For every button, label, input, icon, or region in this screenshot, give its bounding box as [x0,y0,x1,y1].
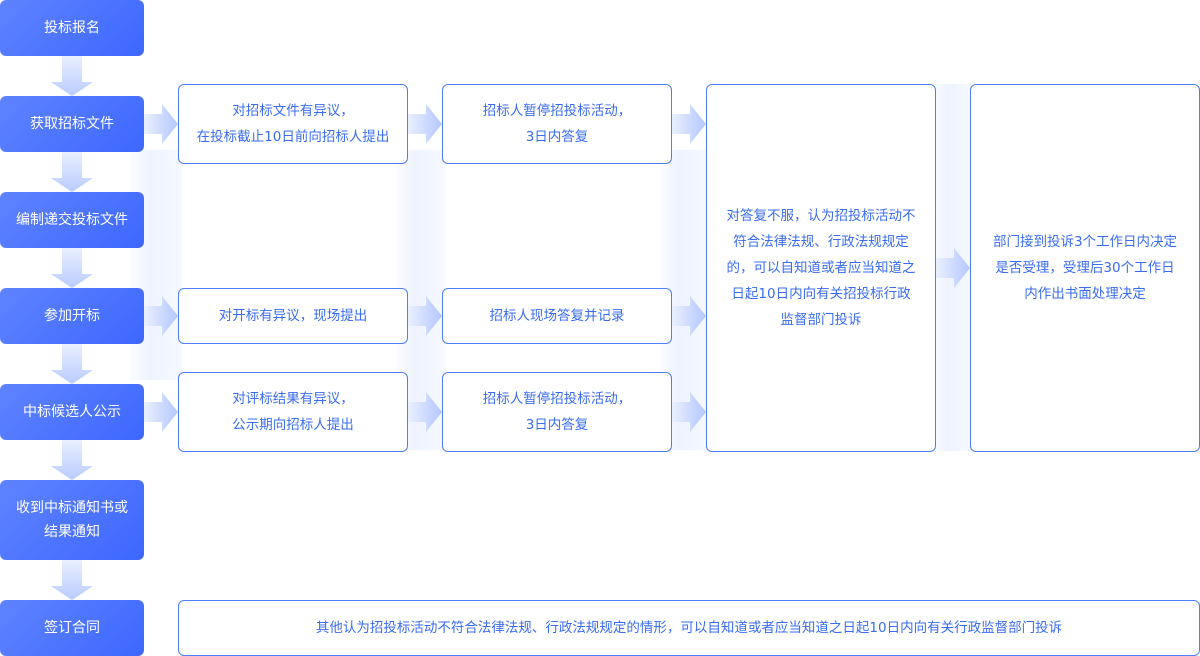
complaint-box: 对答复不服，认为招投标活动不符合法律法规、行政法规规定的，可以自知道或者应当知道… [706,84,936,452]
arrow-right-icon [672,392,706,432]
arrow-right-icon [408,104,442,144]
arrow-right-icon [144,392,178,432]
step-6: 收到中标通知书或结果通知 [0,480,144,560]
arrow-down-icon [51,560,93,600]
complaint-text: 对答复不服，认为招投标活动不符合法律法规、行政法规规定的，可以自知道或者应当知道… [726,208,916,328]
arrow-right-icon [672,104,706,144]
arrow-right-icon [144,104,178,144]
objection-box-1: 对招标文件有异议， 在投标截止10日前向招标人提出 [178,84,408,164]
arrow-down-icon [51,56,93,96]
step-4: 参加开标 [0,288,144,344]
objection-box-2: 对开标有异议，现场提出 [178,288,408,344]
arrow-down-icon [51,344,93,384]
arrow-right-icon [408,296,442,336]
arrow-down-icon [51,440,93,480]
decision-text: 部门接到投诉3个工作日内决定是否受理，受理后30个工作日内作出书面处理决定 [992,234,1178,302]
step-5: 中标候选人公示 [0,384,144,440]
reply-box-2: 招标人现场答复并记录 [442,288,672,344]
arrow-down-icon [51,248,93,288]
decision-box: 部门接到投诉3个工作日内决定是否受理，受理后30个工作日内作出书面处理决定 [970,84,1200,452]
step-1: 投标报名 [0,0,144,56]
bg-strip [130,150,182,380]
arrow-right-icon [408,392,442,432]
step-2: 获取招标文件 [0,96,144,152]
step-7: 签订合同 [0,600,144,656]
arrow-right-icon [144,296,178,336]
arrow-right-icon [936,248,970,288]
reply-box-1: 招标人暂停招投标活动， 3日内答复 [442,84,672,164]
arrow-right-icon [672,296,706,336]
other-complaint-box: 其他认为招投标活动不符合法律法规、行政法规规定的情形，可以自知道或者应当知道之日… [178,600,1200,656]
arrow-down-icon [51,152,93,192]
objection-box-3: 对评标结果有异议， 公示期向招标人提出 [178,372,408,452]
step-3: 编制递交投标文件 [0,192,144,248]
reply-box-3: 招标人暂停招投标活动， 3日内答复 [442,372,672,452]
